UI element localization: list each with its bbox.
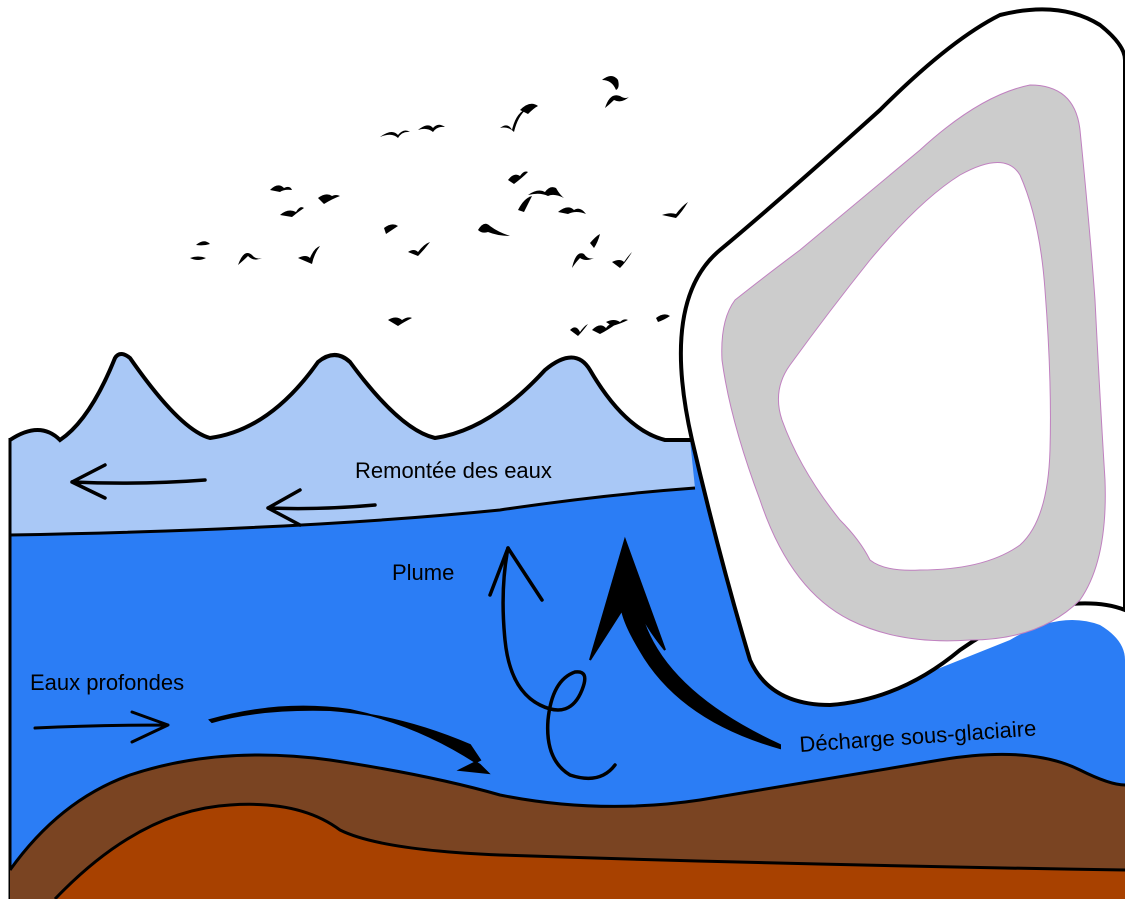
- bird-icon: [572, 253, 594, 268]
- bird-icon: [190, 257, 206, 261]
- bird-icon: [380, 131, 410, 138]
- bird-icon: [528, 187, 564, 198]
- bird-icon: [590, 234, 600, 248]
- bird-icon: [418, 125, 445, 132]
- bird-icon: [384, 224, 398, 234]
- label-plume: Plume: [392, 560, 454, 585]
- bird-icon: [656, 314, 670, 322]
- label-upwelling: Remontée des eaux: [355, 458, 552, 483]
- bird-icon: [612, 252, 632, 268]
- bird-icon: [602, 76, 619, 90]
- bird-icon: [388, 317, 412, 326]
- bird-icon: [662, 202, 688, 218]
- bird-icon: [318, 194, 340, 204]
- bird-icon: [478, 224, 510, 236]
- bird-icon: [570, 324, 588, 336]
- bird-icon: [518, 196, 532, 212]
- label-deep-water: Eaux profondes: [30, 670, 184, 695]
- bird-icon: [508, 172, 528, 185]
- bird-flock: [190, 76, 688, 336]
- bird-icon: [605, 95, 630, 108]
- bird-icon: [238, 253, 262, 265]
- bird-icon: [558, 207, 586, 214]
- bird-icon: [196, 241, 210, 245]
- bird-icon: [280, 207, 304, 217]
- bird-icon: [270, 185, 292, 192]
- bird-icon: [408, 242, 430, 256]
- bird-icon: [298, 246, 320, 264]
